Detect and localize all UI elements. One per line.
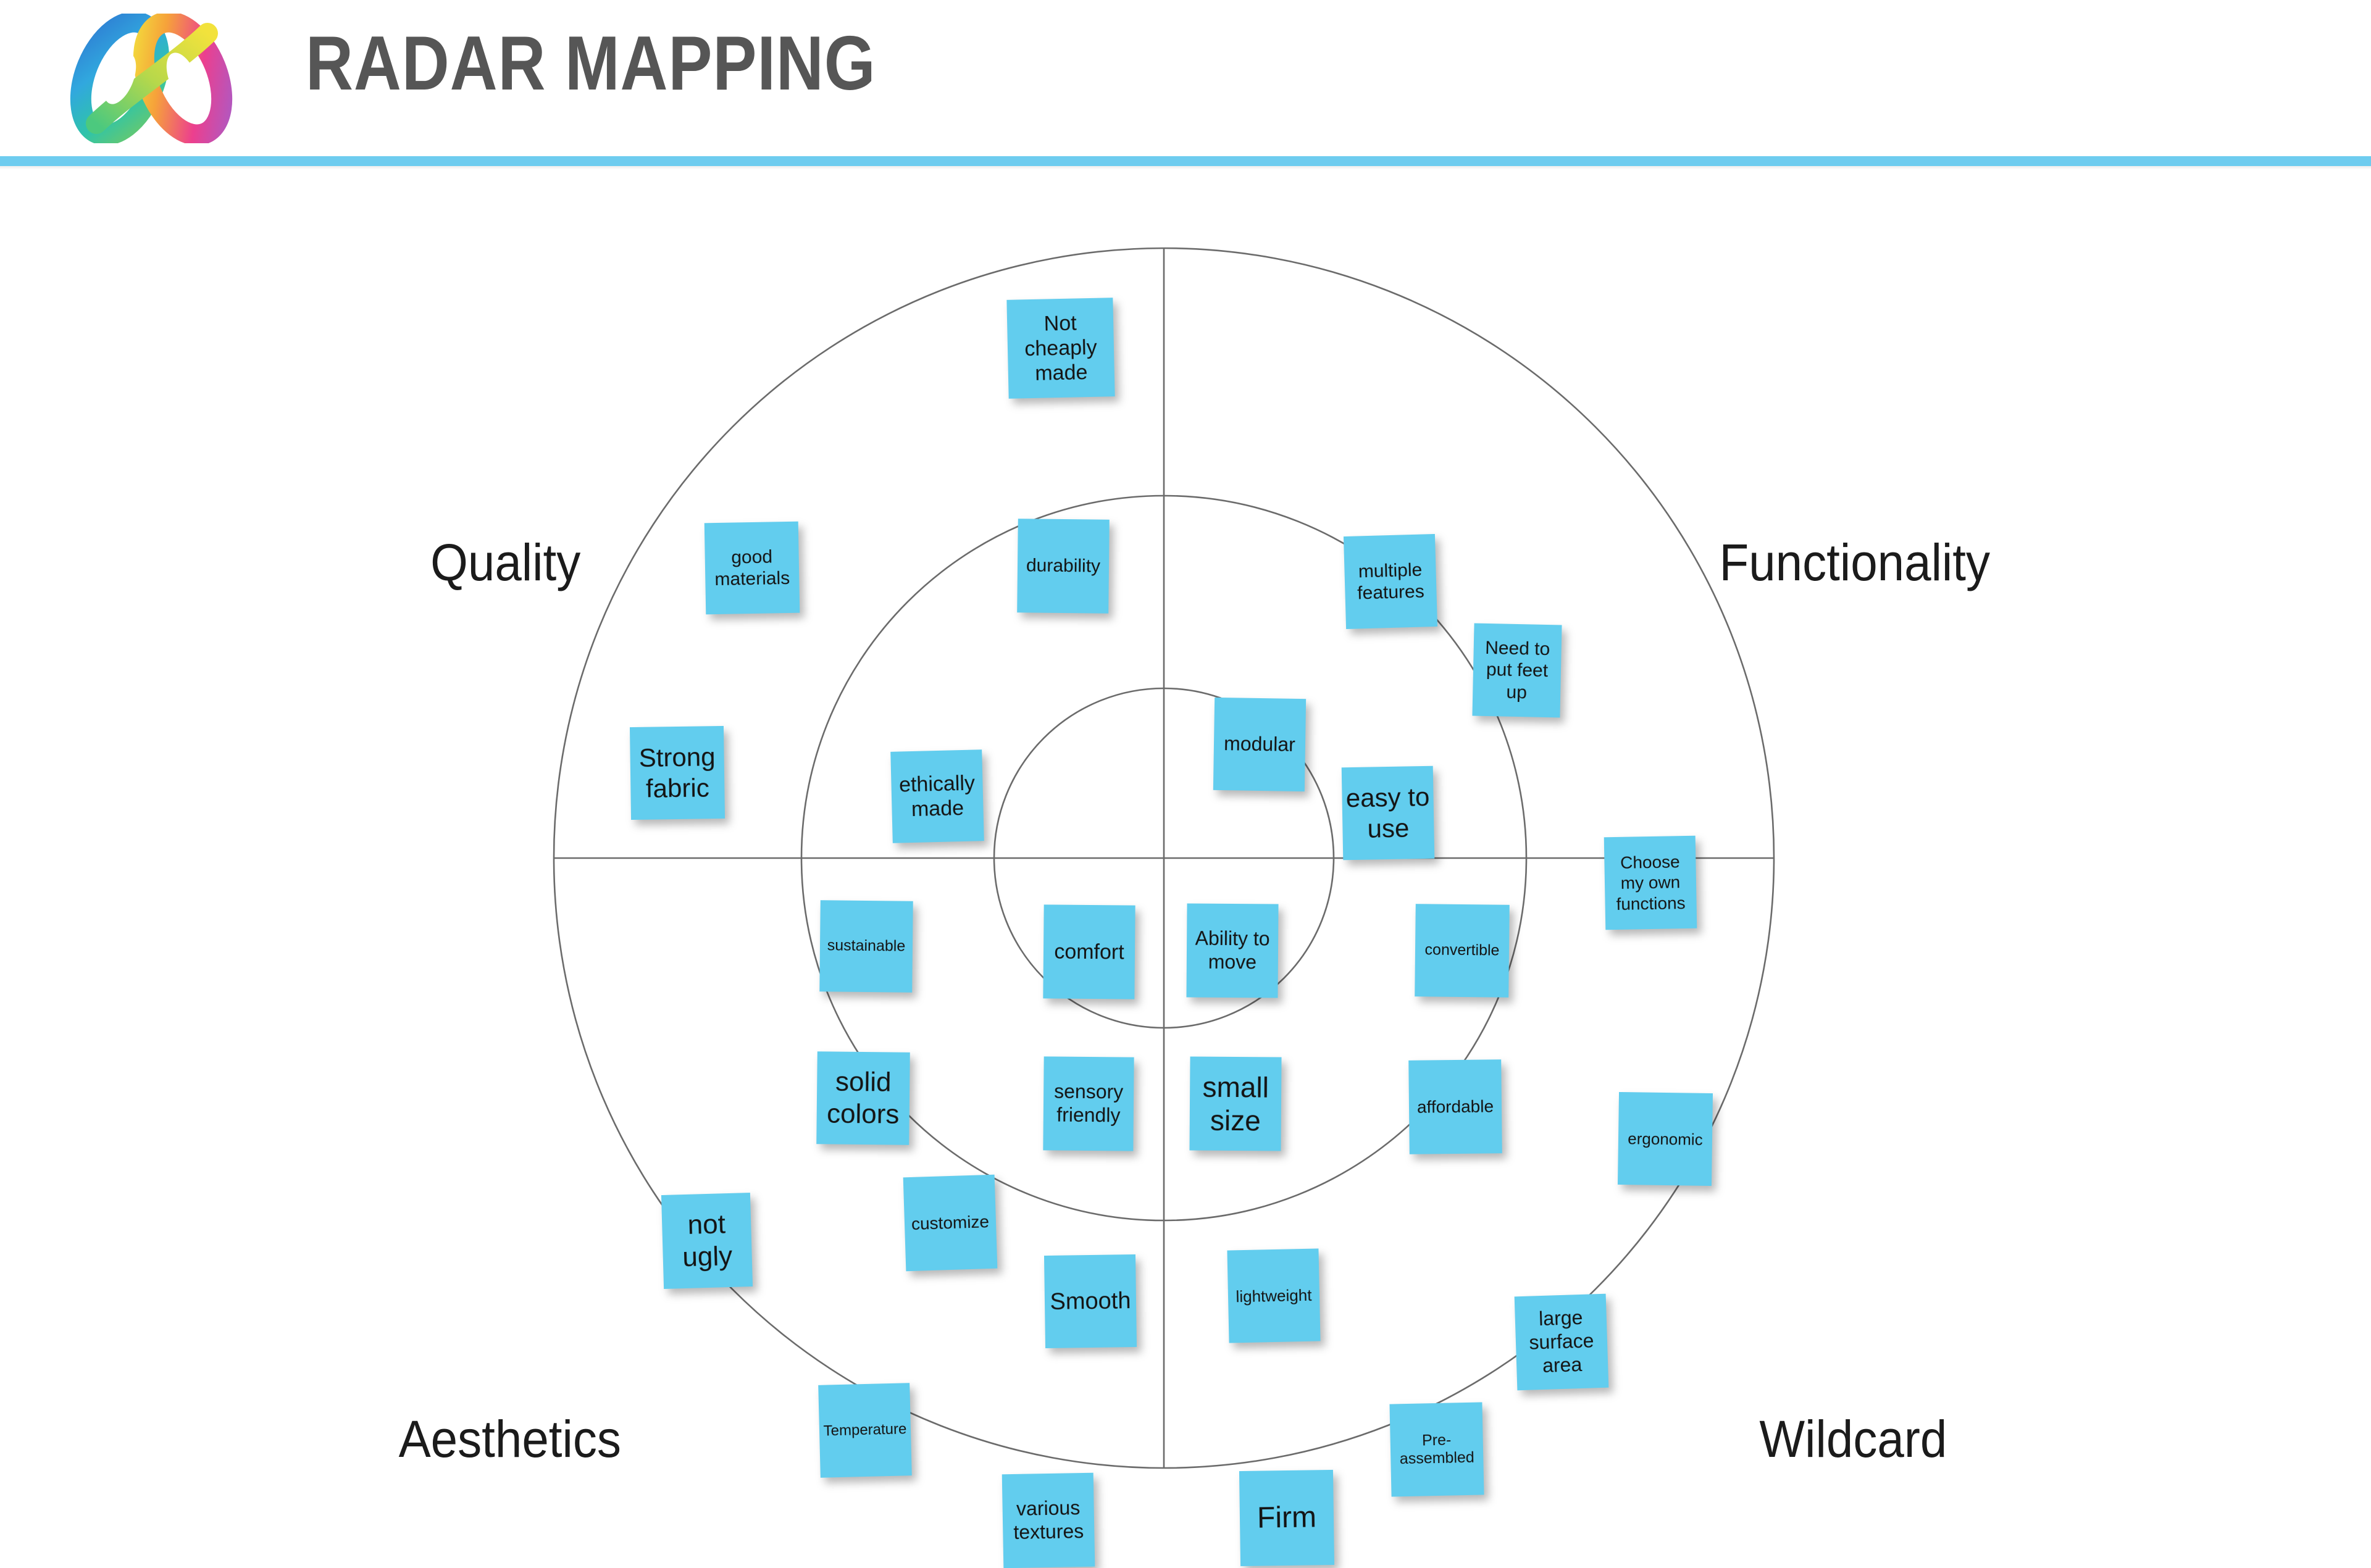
sticky-note-affordable[interactable]: affordable	[1408, 1059, 1502, 1154]
sticky-note-easy-to-use[interactable]: easy to use	[1341, 765, 1435, 861]
sticky-note-customize[interactable]: customize	[903, 1174, 998, 1272]
note-text: Temperature	[823, 1420, 907, 1440]
sticky-note-small-size[interactable]: small size	[1189, 1056, 1282, 1151]
radar-chart: Quality Functionality Aesthetics Wildcar…	[0, 166, 2371, 1568]
note-text: Ability to move	[1195, 927, 1270, 974]
note-text: small size	[1202, 1070, 1269, 1137]
note-text: sensory friendly	[1053, 1080, 1124, 1127]
note-text: large surface area	[1528, 1306, 1594, 1377]
header-divider	[0, 156, 2371, 166]
note-text: convertible	[1424, 941, 1500, 959]
note-text: lightweight	[1236, 1285, 1312, 1306]
sticky-note-modular[interactable]: modular	[1213, 697, 1307, 792]
sticky-note-comfort[interactable]: comfort	[1043, 904, 1135, 999]
sticky-note-ability-to-move[interactable]: Ability to move	[1186, 903, 1279, 998]
sticky-note-lightweight[interactable]: lightweight	[1227, 1248, 1321, 1343]
note-text: modular	[1223, 732, 1296, 756]
sticky-note-choose-my-own-functions[interactable]: Choose my own functions	[1604, 835, 1697, 930]
sticky-note-ergonomic[interactable]: ergonomic	[1617, 1091, 1713, 1186]
note-text: Strong fabric	[638, 742, 716, 803]
quadrant-label-aesthetics: Aesthetics	[398, 1410, 621, 1468]
note-text: good materials	[714, 546, 790, 590]
sticky-note-solid-colors[interactable]: solid colors	[816, 1051, 910, 1145]
note-text: ethically made	[898, 771, 976, 822]
sticky-note-durability[interactable]: durability	[1017, 519, 1110, 614]
note-text: comfort	[1054, 940, 1124, 964]
note-text: various textures	[1013, 1496, 1084, 1543]
sticky-note-not-cheaply-made[interactable]: Not cheaply made	[1006, 298, 1115, 399]
note-text: Not cheaply made	[1024, 311, 1097, 385]
note-text: solid colors	[826, 1066, 900, 1130]
radar-rings-and-axes	[553, 247, 1775, 1469]
note-text: not ugly	[682, 1209, 733, 1273]
infinity-logo	[59, 11, 245, 146]
sticky-note-temperature[interactable]: Temperature	[818, 1383, 912, 1478]
header-divider-shadow	[0, 166, 2371, 170]
quadrant-label-quality: Quality	[430, 533, 581, 591]
sticky-note-ethically-made[interactable]: ethically made	[890, 749, 984, 843]
note-text: Smooth	[1050, 1287, 1131, 1315]
quadrant-label-functionality: Functionality	[1719, 533, 1991, 591]
sticky-note-sensory-friendly[interactable]: sensory friendly	[1043, 1056, 1134, 1151]
note-text: easy to use	[1345, 782, 1430, 843]
sticky-note-large-surface-area[interactable]: large surface area	[1514, 1293, 1609, 1391]
sticky-note-various-textures[interactable]: various textures	[1002, 1472, 1095, 1568]
sticky-note-not-ugly[interactable]: not ugly	[661, 1193, 753, 1289]
sticky-note-strong-fabric[interactable]: Strong fabric	[629, 725, 726, 820]
note-text: Choose my own functions	[1616, 852, 1686, 914]
sticky-note-convertible[interactable]: convertible	[1415, 904, 1510, 998]
note-text: affordable	[1416, 1096, 1494, 1117]
page-title: RADAR MAPPING	[306, 21, 876, 106]
sticky-note-firm[interactable]: Firm	[1239, 1469, 1335, 1567]
note-text: sustainable	[827, 936, 906, 955]
sticky-note-need-to-put-feet-up[interactable]: Need to put feet up	[1472, 623, 1562, 718]
note-text: durability	[1026, 555, 1101, 577]
sticky-note-pre-assembled[interactable]: Pre-assembled	[1389, 1402, 1484, 1497]
sticky-note-sustainable[interactable]: sustainable	[819, 900, 913, 993]
quadrant-label-wildcard: Wildcard	[1759, 1410, 1947, 1468]
sticky-note-smooth[interactable]: Smooth	[1043, 1254, 1137, 1349]
note-text: customize	[911, 1212, 990, 1234]
sticky-note-good-materials[interactable]: good materials	[704, 521, 800, 615]
note-text: Pre-assembled	[1399, 1431, 1475, 1468]
note-text: Need to put feet up	[1484, 637, 1550, 703]
note-text: Firm	[1257, 1501, 1317, 1535]
page-header: RADAR MAPPING	[0, 0, 2371, 156]
note-text: ergonomic	[1628, 1128, 1703, 1149]
note-text: multiple features	[1357, 559, 1425, 604]
sticky-note-multiple-features[interactable]: multiple features	[1343, 533, 1438, 630]
